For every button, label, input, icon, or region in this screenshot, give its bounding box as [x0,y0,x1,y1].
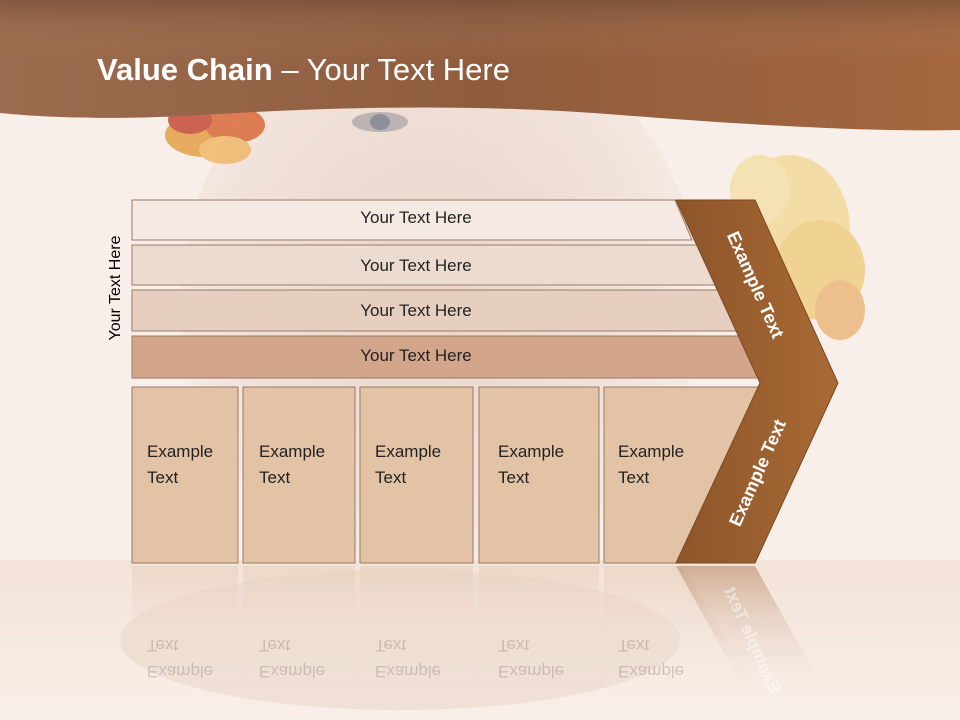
cell-4-shape [478,386,600,564]
cell-1-reflection-line1: Example [147,662,214,681]
cell-4-line2: Text [498,468,530,487]
cell-5-line2: Text [618,468,650,487]
cell-3-line1: Example [375,442,442,461]
cell-4-reflection-line2: Text [498,636,530,655]
cell-4-line1: Example [498,442,565,461]
cell-5-reflection-line1: Example [618,662,685,681]
cell-3-reflection-line1: Example [375,662,442,681]
cell-3-line2: Text [375,468,407,487]
slide-title: Value Chain – Your Text Here [97,52,510,88]
cell-3-shape [359,386,474,564]
cell-2-shape [242,386,356,564]
band-2-label: Your Text Here [360,256,472,275]
cell-2-label: Example Text [259,439,325,491]
title-bold: Value Chain [97,52,273,87]
chevron-arrow-shape [675,199,839,564]
cell-5-label: Example Text [618,439,684,491]
band-1-shape [131,199,693,241]
cell-5-reflection: Example Text [618,632,684,684]
cell-5-reflection-line2: Text [618,636,650,655]
cell-4-label: Example Text [498,439,564,491]
cell-1-shape [131,386,239,564]
cell-2-reflection: Example Text [259,632,325,684]
cell-1-reflection-line2: Text [147,636,179,655]
side-label: Your Text Here [107,235,124,341]
band-1-label: Your Text Here [360,208,472,227]
cell-2-reflection-line1: Example [259,662,326,681]
cell-3-reflection-line2: Text [375,636,407,655]
cell-1-line2: Text [147,468,179,487]
cell-1-label: Example Text [147,439,213,491]
cell-4-reflection-line1: Example [498,662,565,681]
cell-1-reflection: Example Text [147,632,213,684]
title-rest: – Your Text Here [272,52,510,87]
cell-2-reflection-line2: Text [259,636,291,655]
band-3-label: Your Text Here [360,301,472,320]
cell-1-line1: Example [147,442,214,461]
cell-5-line1: Example [618,442,685,461]
cell-3-reflection: Example Text [375,632,441,684]
cell-2-line1: Example [259,442,326,461]
cell-4-reflection: Example Text [498,632,564,684]
cell-2-line2: Text [259,468,291,487]
band-4-label: Your Text Here [360,346,472,365]
cell-3-label: Example Text [375,439,441,491]
